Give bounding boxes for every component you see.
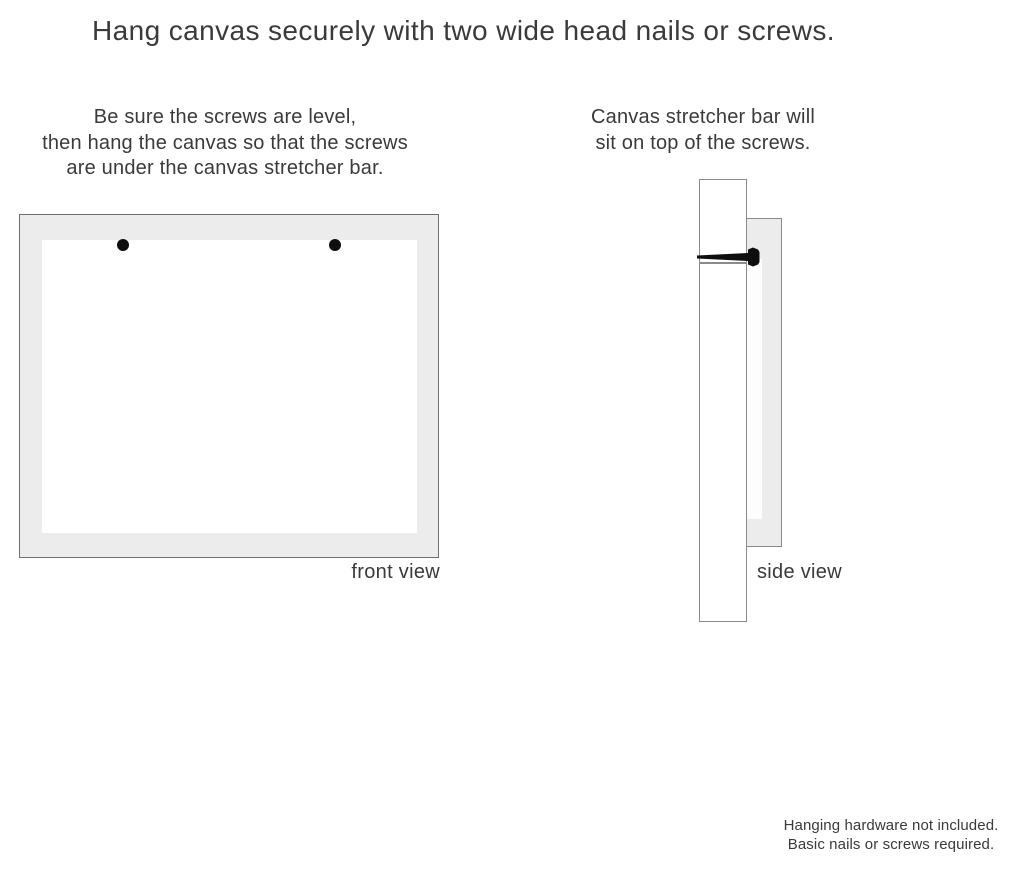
instruction-line: Canvas stretcher bar will bbox=[591, 106, 815, 128]
hardware-note: Hanging hardware not included. Basic nai… bbox=[766, 817, 1016, 854]
front-view-canvas-frame bbox=[19, 214, 439, 558]
hardware-note-line: Basic nails or screws required. bbox=[787, 835, 995, 853]
side-view-stretcher-bar bbox=[699, 179, 747, 622]
instruction-line: then hang the canvas so that the screws bbox=[42, 131, 408, 154]
instruction-line: Be sure the screws are level, bbox=[93, 106, 357, 128]
side-view-label: side view bbox=[757, 561, 842, 583]
front-view-canvas-face bbox=[42, 240, 417, 533]
instruction-line: are under the canvas stretcher bar. bbox=[66, 157, 384, 180]
page-title: Hang canvas securely with two wide head … bbox=[92, 15, 835, 46]
front-view-instructions: Be sure the screws are level, then hang … bbox=[15, 105, 435, 182]
instruction-line: sit on top of the screws. bbox=[595, 131, 811, 154]
side-view-instructions: Canvas stretcher bar will sit on top of … bbox=[553, 105, 853, 156]
side-view-canvas-face bbox=[747, 259, 762, 519]
side-view-canvas bbox=[746, 218, 782, 547]
stretcher-bar-edge-line bbox=[699, 262, 747, 264]
nail-icon bbox=[697, 247, 760, 267]
front-view-label: front view bbox=[351, 561, 440, 583]
nail-head-dot-right bbox=[329, 239, 341, 251]
hardware-note-line: Hanging hardware not included. bbox=[783, 817, 999, 834]
nail-head-dot-left bbox=[117, 239, 129, 251]
